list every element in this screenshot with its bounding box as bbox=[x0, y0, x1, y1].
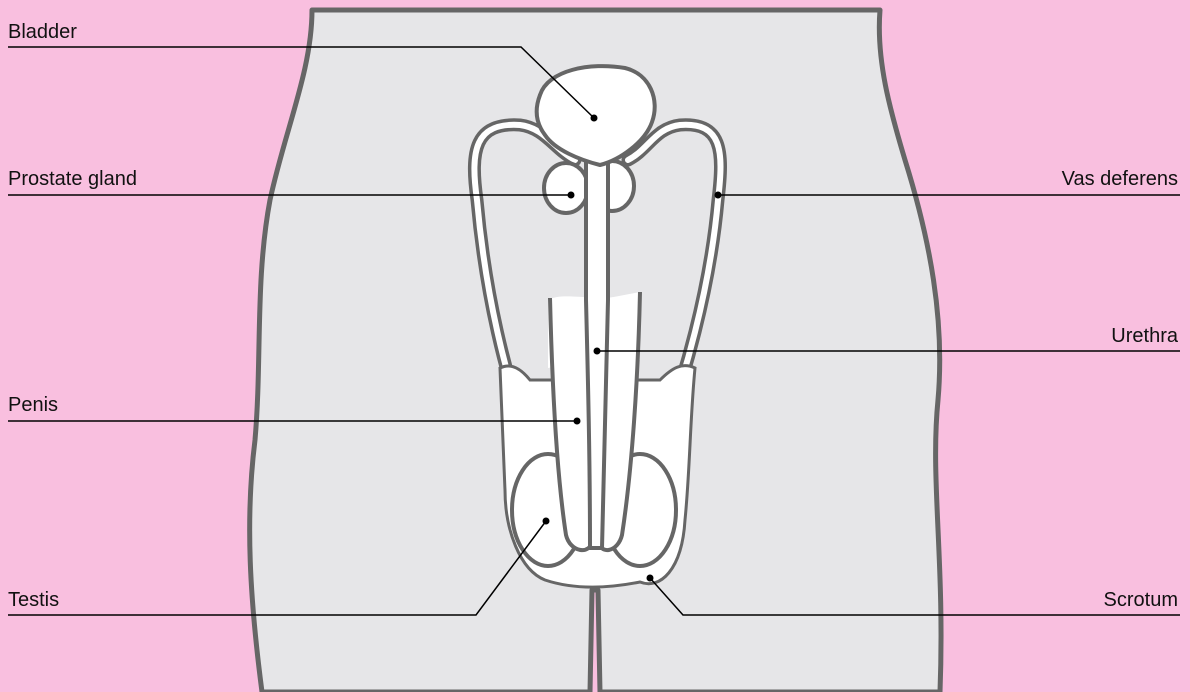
urethra-dot bbox=[594, 348, 601, 355]
urethra-label: Urethra bbox=[1111, 325, 1178, 347]
prostate-gland-dot bbox=[568, 192, 575, 199]
scrotum-dot bbox=[647, 575, 654, 582]
vas-deferens-dot bbox=[715, 192, 722, 199]
testis-dot bbox=[543, 518, 550, 525]
penis-dot bbox=[574, 418, 581, 425]
vas-deferens-label: Vas deferens bbox=[1062, 168, 1178, 190]
prostate-gland-left bbox=[544, 163, 588, 213]
bladder-label: Bladder bbox=[8, 21, 77, 43]
scrotum-label: Scrotum bbox=[1104, 589, 1178, 611]
penis-label: Penis bbox=[8, 394, 58, 416]
testis-label: Testis bbox=[8, 589, 59, 611]
prostate-gland-label: Prostate gland bbox=[8, 168, 137, 190]
bladder-dot bbox=[591, 115, 598, 122]
